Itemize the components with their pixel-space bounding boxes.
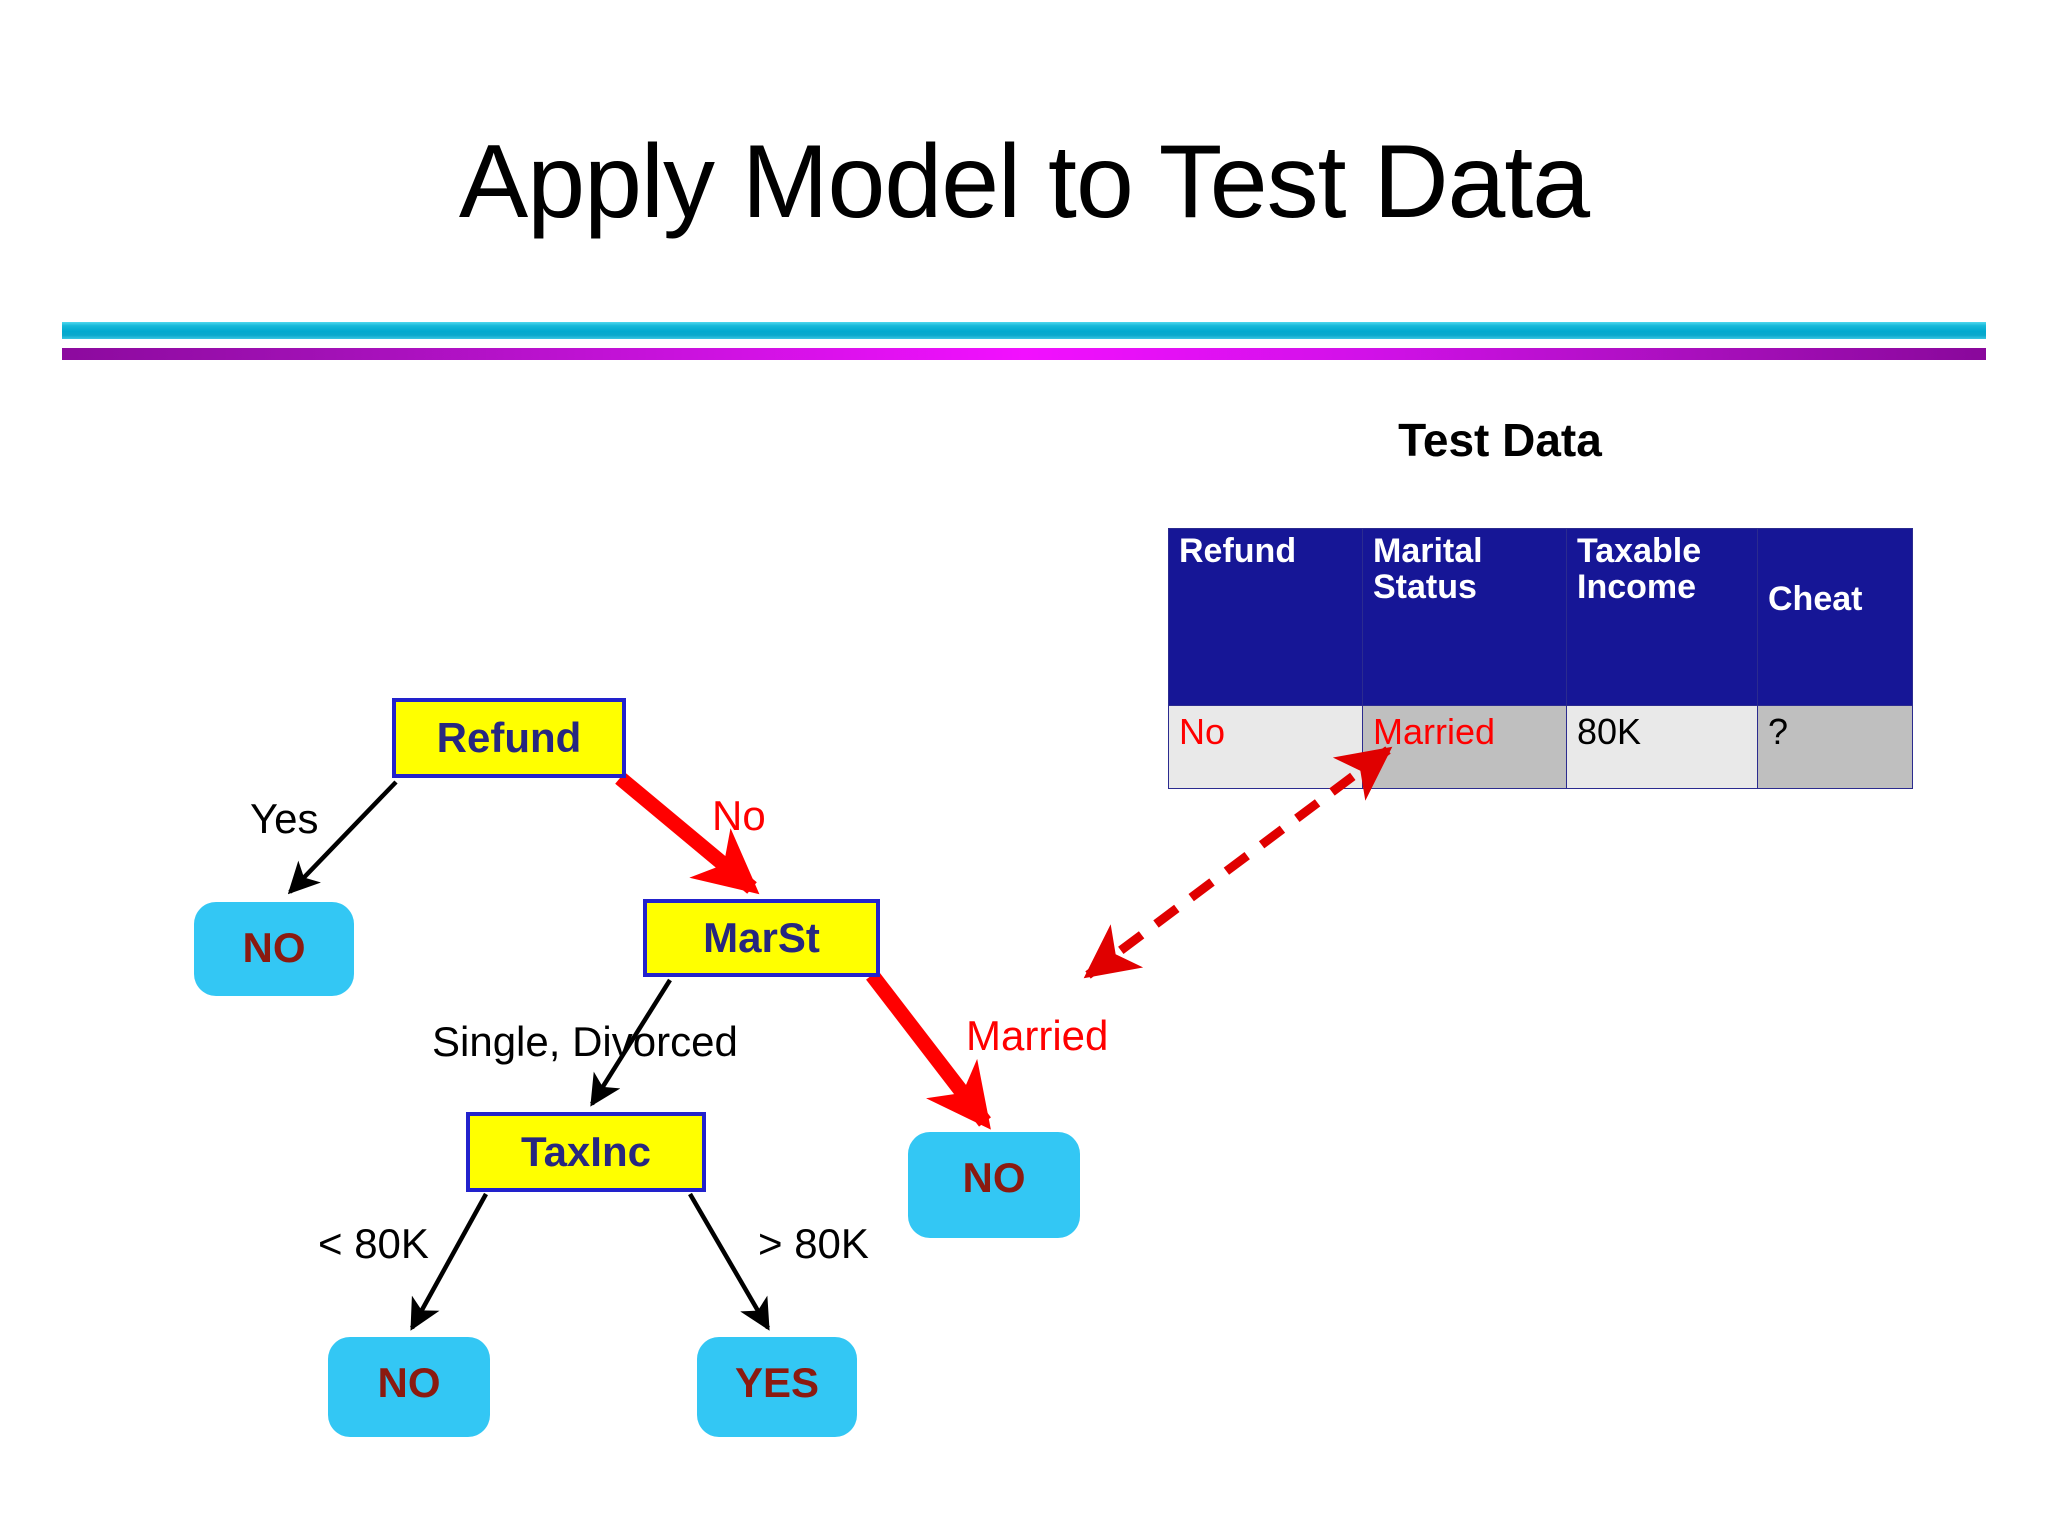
- edge-label-single-divorced: Single, Divorced: [432, 1018, 738, 1065]
- tree-leaf-no-lt80k-branch[interactable]: NO: [328, 1337, 490, 1437]
- divider: [62, 322, 1986, 360]
- column-header-taxable-income: Taxable Income: [1566, 528, 1758, 706]
- tree-leaf-yes-gt80k-branch[interactable]: YES: [697, 1337, 857, 1437]
- test-data-table: Refund Marital Status Taxable Income Che…: [1168, 528, 1913, 789]
- table-header-row: Refund Marital Status Taxable Income Che…: [1168, 528, 1913, 706]
- tree-leaf-no-married-branch[interactable]: NO: [908, 1132, 1080, 1238]
- edge-taxinc-gt80k: [688, 1192, 770, 1331]
- column-header-marital-status: Marital Status: [1362, 528, 1567, 706]
- edge-label-married: Married: [966, 1012, 1109, 1059]
- tree-node-refund[interactable]: Refund: [392, 698, 626, 778]
- tree-leaf-no-yes-branch[interactable]: NO: [194, 902, 354, 996]
- page-title: Apply Model to Test Data: [458, 124, 1590, 240]
- cell-marital-status: Married: [1362, 705, 1567, 789]
- divider-bar-cyan: [62, 322, 1986, 339]
- column-header-refund: Refund: [1168, 528, 1363, 706]
- tree-node-taxinc[interactable]: TaxInc: [466, 1112, 706, 1192]
- divider-bar-magenta: [62, 348, 1986, 360]
- cell-cheat: ?: [1757, 705, 1913, 789]
- edge-label-no: No: [712, 792, 766, 839]
- edge-label-yes: Yes: [250, 795, 319, 842]
- table-row: No Married 80K ?: [1168, 705, 1913, 789]
- edge-label-lt-80k: < 80K: [318, 1220, 429, 1267]
- cell-refund: No: [1168, 705, 1363, 789]
- edge-label-gt-80k: > 80K: [758, 1220, 869, 1267]
- column-header-cheat: Cheat: [1757, 528, 1913, 706]
- test-data-heading: Test Data: [1398, 414, 1602, 466]
- tree-node-marst[interactable]: MarSt: [643, 899, 880, 977]
- cell-taxable-income: 80K: [1566, 705, 1758, 789]
